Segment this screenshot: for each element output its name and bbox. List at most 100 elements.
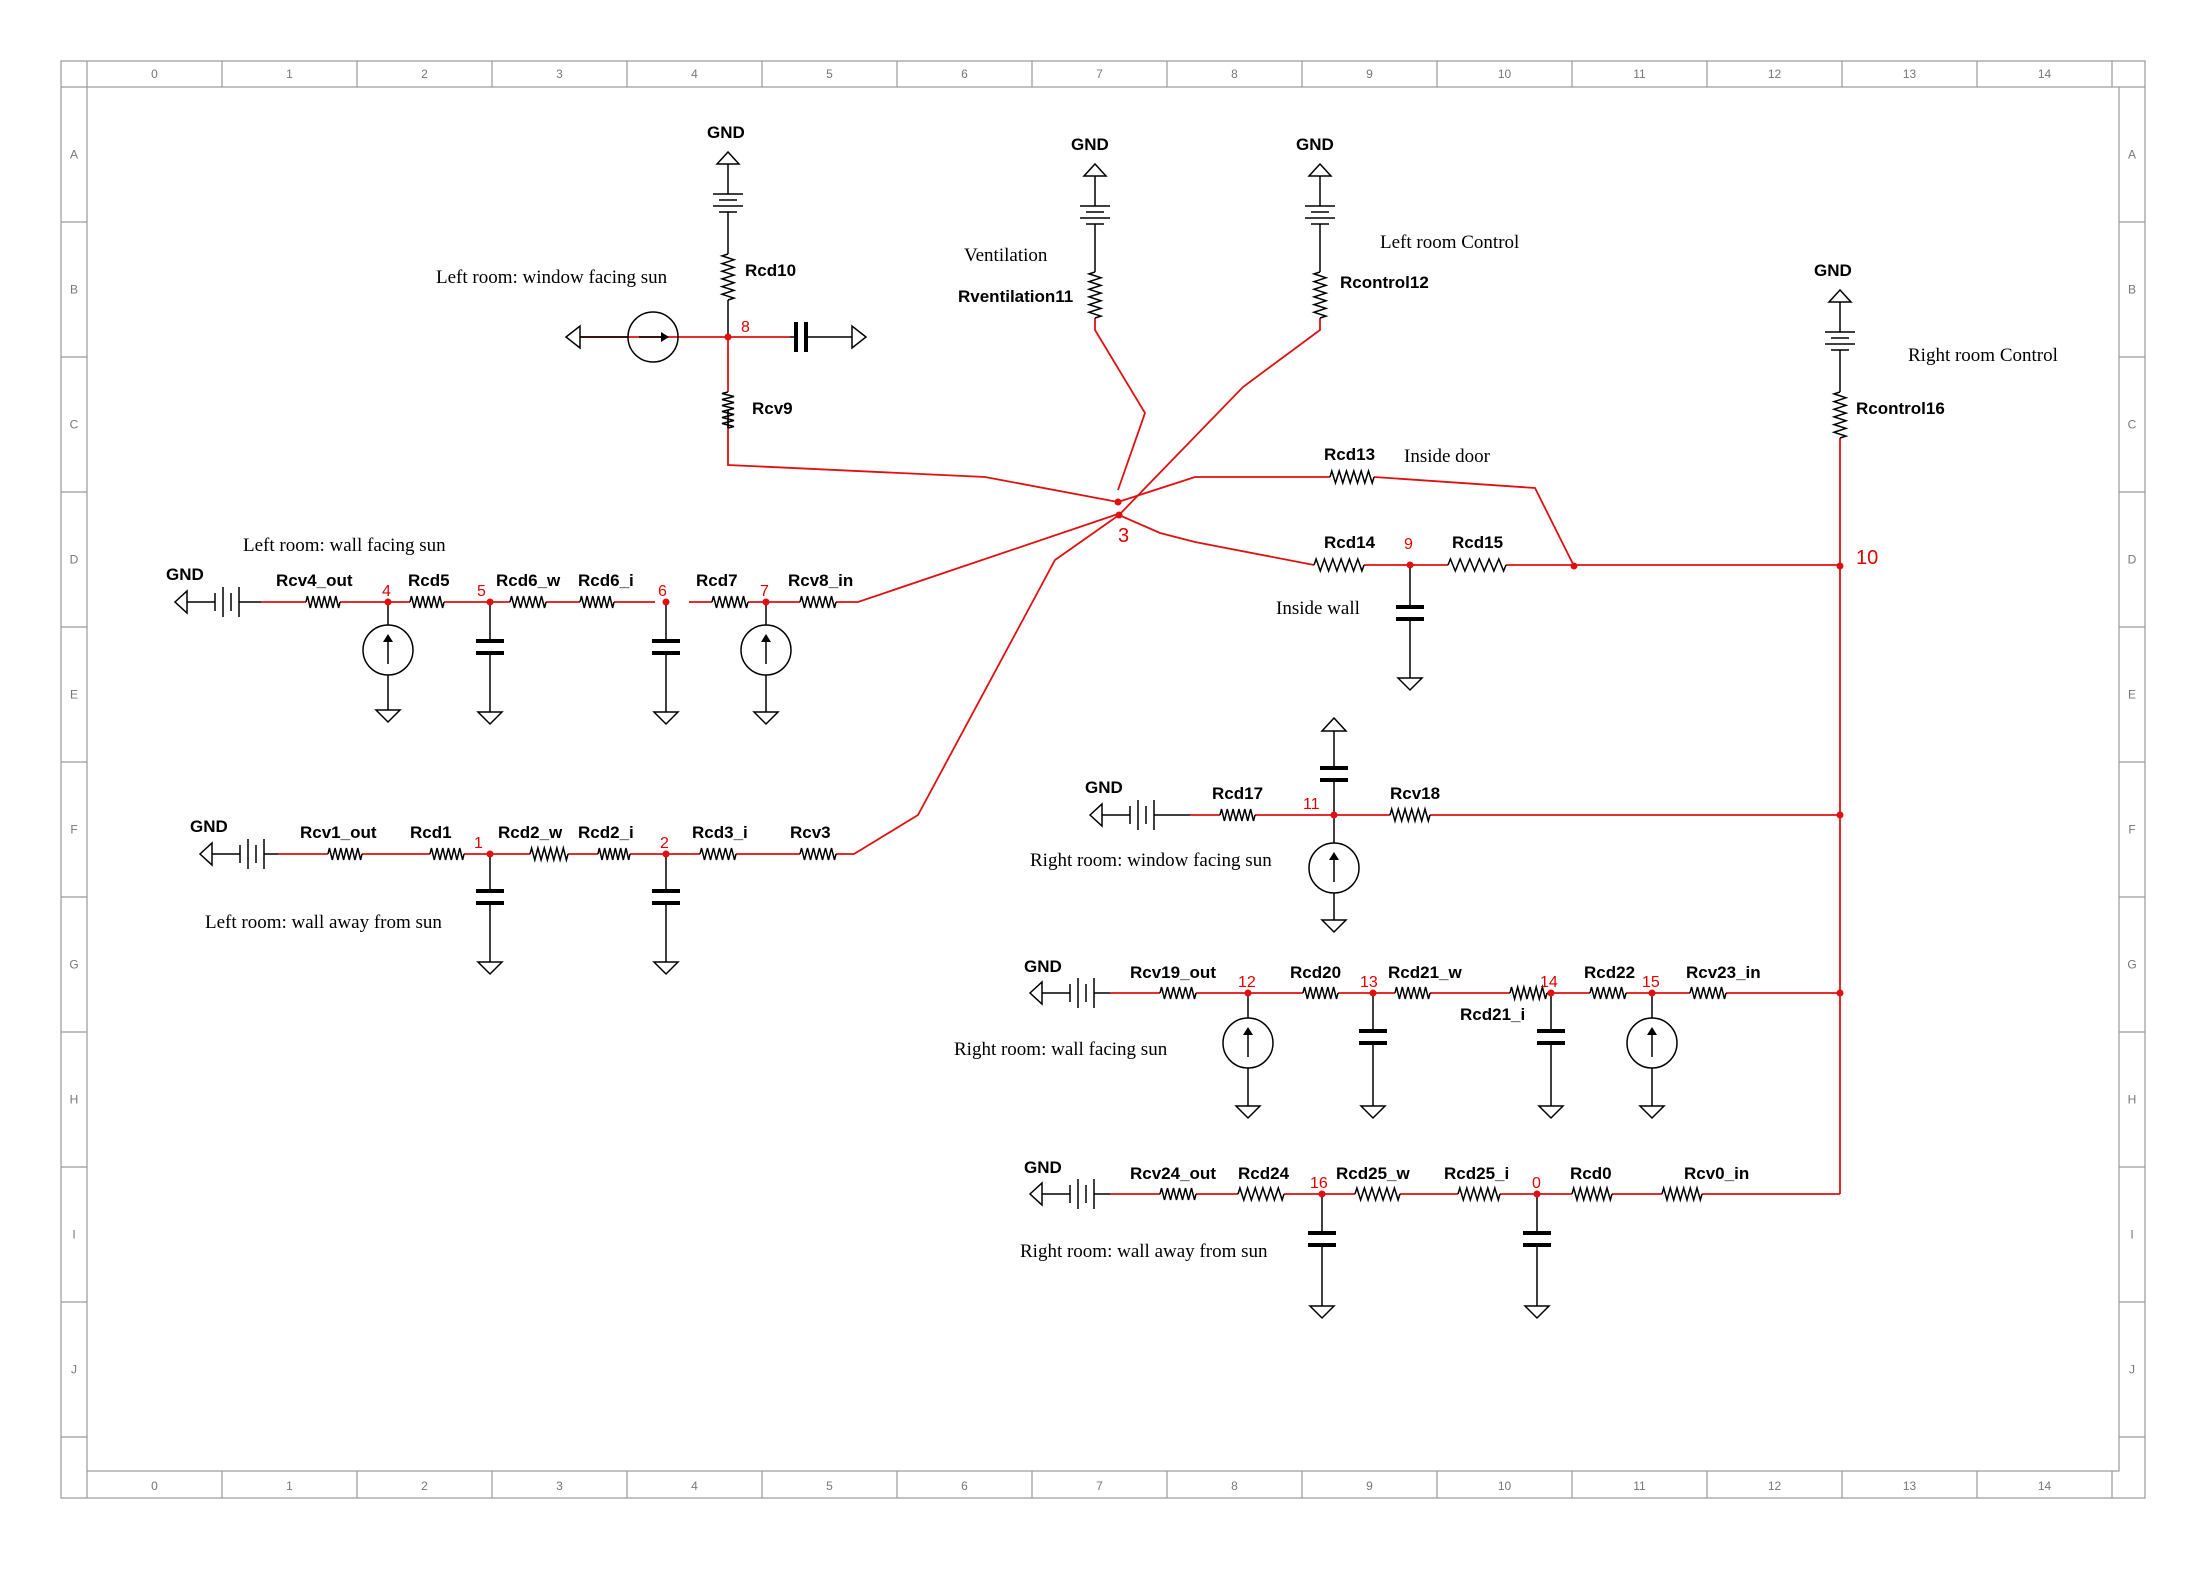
capacitor-node13 bbox=[1359, 1020, 1387, 1054]
label-rcd2-i: Rcd2_i bbox=[578, 823, 634, 842]
frame-col-label-bottom: 12 bbox=[1768, 1479, 1782, 1493]
resistor-rcd1 bbox=[429, 847, 465, 861]
capacitor-node11 bbox=[1320, 716, 1348, 815]
ground-node13 bbox=[1359, 1054, 1387, 1120]
resistor-rcd10 bbox=[719, 253, 737, 301]
node-11-label: 11 bbox=[1303, 796, 1320, 813]
label-rcd2-w: Rcd2_w bbox=[498, 823, 563, 842]
frame-row-label-right: J bbox=[2129, 1363, 2135, 1377]
ground-battery-right-control bbox=[1825, 288, 1855, 392]
frame-col-label-top: 0 bbox=[151, 67, 158, 81]
note-left-wall-away: Left room: wall away from sun bbox=[205, 912, 442, 933]
frame-row-label-left: F bbox=[70, 823, 77, 837]
resistor-rcv0-in bbox=[1661, 1185, 1703, 1203]
label-rcd10: Rcd10 bbox=[745, 261, 796, 280]
node-12-label: 12 bbox=[1238, 974, 1256, 991]
frame-col-label-top: 9 bbox=[1366, 67, 1373, 81]
resistor-rcontrol16 bbox=[1831, 391, 1849, 439]
ground-node1 bbox=[476, 914, 504, 976]
label-rcv1-out: Rcv1_out bbox=[300, 823, 377, 842]
frame-row-label-left: E bbox=[70, 688, 78, 702]
label-rcv24-out: Rcv24_out bbox=[1130, 1164, 1216, 1183]
ground-battery-left-control bbox=[1305, 162, 1335, 272]
resistor-rcd25-i bbox=[1457, 1185, 1501, 1203]
label-rcd17: Rcd17 bbox=[1212, 784, 1263, 803]
node-15-label: 15 bbox=[1642, 974, 1660, 991]
frame-col-label-bottom: 10 bbox=[1498, 1479, 1512, 1493]
current-source-node7 bbox=[740, 624, 792, 676]
label-rcv18: Rcv18 bbox=[1390, 784, 1440, 803]
current-source-node4 bbox=[362, 624, 414, 676]
capacitor-node16 bbox=[1308, 1222, 1336, 1256]
label-rcv23-in: Rcv23_in bbox=[1686, 963, 1761, 982]
node-labels: 8 3 9 10 4 5 6 7 1 2 11 12 13 14 15 16 0 bbox=[382, 319, 1878, 1192]
node-dots bbox=[384, 333, 1844, 1198]
node-10-label: 10 bbox=[1856, 547, 1878, 569]
gnd-label-window: GND bbox=[707, 123, 745, 142]
label-rcd7: Rcd7 bbox=[696, 571, 738, 590]
ground-battery-ventilation bbox=[1080, 162, 1110, 272]
gnd-label-right-window: GND bbox=[1085, 778, 1123, 797]
frame-col-label-bottom: 13 bbox=[1903, 1479, 1917, 1493]
gnd-label-left-wall-away: GND bbox=[190, 817, 228, 836]
resistor-rcd5 bbox=[409, 595, 445, 609]
frame-col-label-top: 1 bbox=[286, 67, 293, 81]
frame-row-label-right: D bbox=[2128, 553, 2137, 567]
note-left-wall-sun: Left room: wall facing sun bbox=[243, 535, 446, 556]
frame-col-label-top: 2 bbox=[421, 67, 428, 81]
label-rcontrol12: Rcontrol12 bbox=[1340, 273, 1429, 292]
resistor-rcd22 bbox=[1589, 986, 1627, 1000]
resistor-rcd0 bbox=[1571, 1185, 1613, 1203]
resistor-rcd3-i bbox=[699, 847, 737, 861]
capacitor-window bbox=[790, 322, 868, 352]
frame-row-label-right: F bbox=[2128, 823, 2135, 837]
gnd-label-ventilation: GND bbox=[1071, 135, 1109, 154]
frame-row-label-right: I bbox=[2130, 1228, 2133, 1242]
resistor-rcd17 bbox=[1219, 808, 1256, 822]
ground-battery-left-wall-away bbox=[198, 839, 278, 869]
frame-col-label-bottom: 11 bbox=[1633, 1479, 1646, 1493]
frame-col-label-bottom: 0 bbox=[151, 1479, 158, 1493]
frame-row-label-left: A bbox=[70, 148, 78, 162]
capacitor-node1 bbox=[476, 880, 504, 914]
capacitor-node2 bbox=[652, 880, 680, 914]
label-rcv8-in: Rcv8_in bbox=[788, 571, 853, 590]
resistor-rcd7 bbox=[711, 595, 749, 609]
resistor-rcd24 bbox=[1237, 1185, 1285, 1203]
frame-row-label-left: I bbox=[72, 1228, 75, 1242]
resistor-rcv1-out bbox=[327, 847, 363, 861]
frame-col-label-bottom: 7 bbox=[1096, 1479, 1103, 1493]
resistor-rcd2-i bbox=[597, 847, 631, 861]
component-labels: Rcd10 Rcv9 Rventilation11 Rcontrol12 Rco… bbox=[276, 261, 1945, 1183]
node-14-label: 14 bbox=[1540, 974, 1558, 991]
frame-col-label-bottom: 6 bbox=[961, 1479, 968, 1493]
ground-node0 bbox=[1523, 1256, 1551, 1320]
frame-col-label-bottom: 3 bbox=[556, 1479, 563, 1493]
note-left-window: Left room: window facing sun bbox=[436, 267, 668, 288]
ground-node16 bbox=[1308, 1256, 1336, 1320]
ground-battery-window bbox=[713, 150, 743, 254]
drawing-frame: 0011223344556677889910101111121213131414… bbox=[60, 60, 2146, 1499]
frame-col-label-bottom: 4 bbox=[691, 1479, 698, 1493]
gnd-label-right-wall-away: GND bbox=[1024, 1158, 1062, 1177]
note-right-window: Right room: window facing sun bbox=[1030, 850, 1272, 871]
resistor-rcd14 bbox=[1313, 556, 1365, 574]
frame-row-label-left: G bbox=[69, 958, 78, 972]
gnd-label-right-control: GND bbox=[1814, 261, 1852, 280]
label-rcd15: Rcd15 bbox=[1452, 533, 1503, 552]
node-6-label: 6 bbox=[658, 583, 667, 600]
resistor-rcv3 bbox=[799, 847, 837, 861]
gnd-label-left-control: GND bbox=[1296, 135, 1334, 154]
frame-col-label-top: 11 bbox=[1633, 67, 1646, 81]
label-rcd13: Rcd13 bbox=[1324, 445, 1375, 464]
ground-node14 bbox=[1537, 1054, 1565, 1120]
node-4-label: 4 bbox=[382, 583, 391, 600]
frame-col-label-top: 14 bbox=[2038, 67, 2052, 81]
current-source-node12 bbox=[1222, 1017, 1274, 1069]
label-rcd3-i: Rcd3_i bbox=[692, 823, 748, 842]
frame-col-label-top: 6 bbox=[961, 67, 968, 81]
current-source-node15 bbox=[1626, 1017, 1678, 1069]
frame-row-label-right: E bbox=[2128, 688, 2136, 702]
resistor-rcv19-out bbox=[1159, 986, 1197, 1000]
frame-col-label-top: 12 bbox=[1768, 67, 1782, 81]
